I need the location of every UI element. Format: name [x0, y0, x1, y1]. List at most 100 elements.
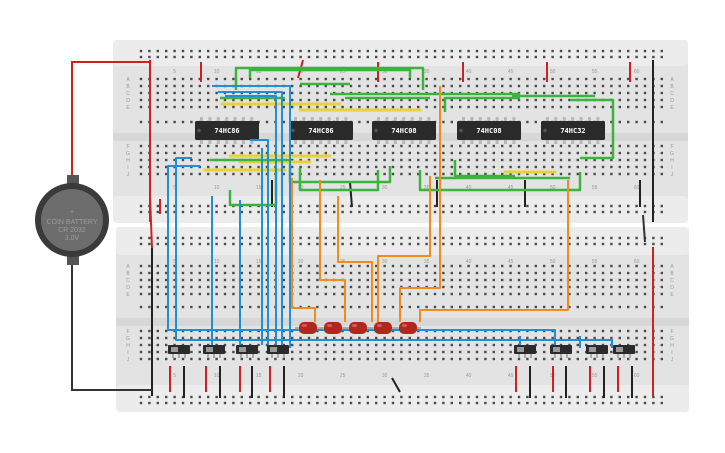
switch-knob[interactable]: [239, 347, 246, 352]
top-hole: [433, 49, 437, 53]
top-hole: [349, 49, 353, 53]
led[interactable]: [320, 322, 346, 334]
slide-switch[interactable]: [550, 345, 572, 358]
bottom-hole: [576, 285, 579, 289]
bottom-hole: [366, 336, 369, 340]
slide-switch[interactable]: [267, 345, 289, 358]
top-hole: [425, 77, 428, 81]
bottom-hole: [307, 285, 311, 289]
chip-pin: [402, 139, 406, 144]
bottom-hole: [341, 336, 344, 340]
bottom-hole: [593, 305, 596, 309]
bottom-hole: [425, 242, 428, 246]
bottom-hole: [257, 236, 260, 240]
switch-pin: [219, 354, 221, 358]
top-hole: [475, 49, 479, 53]
top-hole: [383, 49, 386, 53]
bottom-hole: [299, 357, 302, 361]
bottom-hole: [551, 285, 554, 289]
bottom-hole: [509, 242, 512, 246]
top-hole: [375, 98, 378, 102]
bottom-hole: [484, 278, 487, 282]
bottom-hole: [593, 292, 596, 296]
switch-knob[interactable]: [270, 347, 277, 352]
top-hole: [358, 144, 361, 148]
top-hole: [585, 55, 588, 59]
led[interactable]: [345, 322, 371, 334]
top-hole: [173, 98, 176, 102]
top-hole: [534, 55, 537, 59]
row-letter: F: [670, 144, 673, 150]
bottom-hole: [240, 264, 243, 268]
switch-knob[interactable]: [616, 347, 623, 352]
bottom-hole: [601, 271, 605, 275]
switch-knob[interactable]: [171, 347, 178, 352]
led[interactable]: [370, 322, 396, 334]
slide-switch[interactable]: [586, 345, 608, 358]
top-hole: [610, 151, 613, 155]
chip-u5[interactable]: 74HC32: [541, 117, 605, 144]
top-hole: [207, 77, 210, 81]
bottom-hole: [349, 305, 353, 309]
chip-u4[interactable]: 74HC08: [457, 117, 521, 144]
bottom-hole: [593, 285, 596, 289]
top-hole: [559, 204, 563, 208]
bottom-hole: [459, 242, 462, 246]
top-hole: [559, 158, 563, 162]
top-hole: [526, 84, 529, 88]
chip-pin: [302, 117, 306, 122]
slide-switch[interactable]: [168, 345, 190, 358]
chip-u3[interactable]: 74HC08: [372, 117, 436, 144]
top-hole: [257, 172, 260, 176]
top-hole: [341, 49, 344, 53]
top-hole: [576, 165, 579, 169]
chip-u2[interactable]: 74HC86: [289, 117, 353, 144]
led[interactable]: [295, 322, 321, 334]
bottom-hole: [643, 336, 647, 340]
bottom-hole: [299, 395, 302, 399]
chip-pin: [377, 117, 380, 122]
top-hole: [559, 165, 563, 169]
bottom-hole: [543, 305, 546, 309]
bottom-hole: [585, 395, 588, 399]
switch-knob[interactable]: [553, 347, 560, 352]
top-hole: [627, 172, 630, 176]
top-board-power-rail-bottom: [113, 196, 688, 223]
switch-knob[interactable]: [206, 347, 213, 352]
switch-knob[interactable]: [589, 347, 596, 352]
bottom-hole: [585, 329, 588, 333]
top-hole: [232, 77, 235, 81]
bottom-hole: [610, 336, 613, 340]
row-letter: D: [126, 285, 130, 291]
top-hole: [215, 77, 218, 81]
column-number: 20: [298, 373, 304, 379]
bottom-hole: [517, 357, 521, 361]
bottom-hole: [484, 285, 487, 289]
switch-knob[interactable]: [517, 347, 524, 352]
top-hole: [299, 165, 302, 169]
bottom-hole: [358, 264, 361, 268]
column-number: 45: [508, 259, 514, 265]
led[interactable]: [395, 322, 421, 334]
bottom-hole: [559, 264, 563, 268]
bottom-hole: [425, 264, 428, 268]
top-hole: [190, 204, 193, 208]
top-hole: [618, 172, 621, 176]
top-hole: [341, 151, 344, 155]
bottom-hole: [568, 305, 571, 309]
bottom-hole: [576, 329, 579, 333]
bottom-hole: [333, 395, 336, 399]
slide-switch[interactable]: [203, 345, 225, 358]
slide-switch[interactable]: [514, 345, 536, 358]
bottom-hole: [433, 343, 437, 347]
slide-switch[interactable]: [613, 345, 635, 358]
bottom-hole: [148, 343, 151, 347]
bottom-hole: [425, 395, 428, 399]
chip-u1[interactable]: 74HC86: [195, 117, 259, 144]
slide-switch[interactable]: [236, 345, 258, 358]
bottom-hole: [417, 242, 420, 246]
bottom-hole: [442, 278, 445, 282]
bottom-hole: [400, 236, 403, 240]
bottom-hole: [257, 401, 260, 405]
bottom-hole: [165, 329, 168, 333]
